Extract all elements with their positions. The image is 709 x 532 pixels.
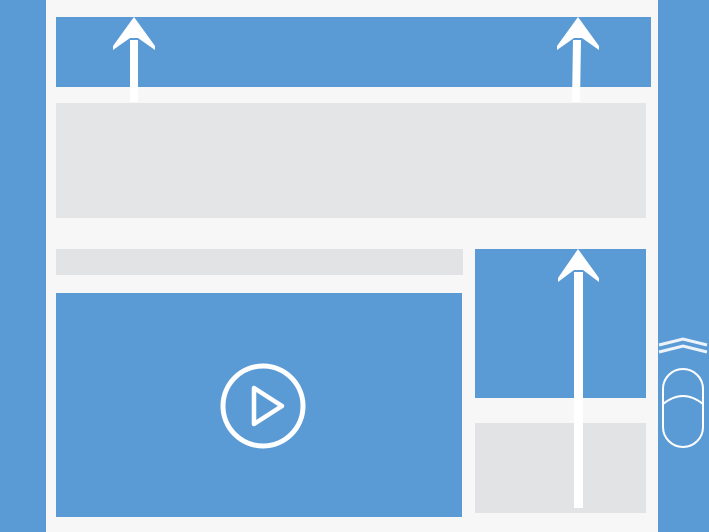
hero-block bbox=[56, 103, 646, 218]
right-scroll-bar bbox=[658, 0, 709, 532]
left-sidebar bbox=[0, 0, 46, 532]
arrow-up-icon bbox=[557, 17, 599, 102]
arrow-up-icon bbox=[558, 249, 599, 508]
side-block-top bbox=[475, 249, 646, 398]
side-block-bottom bbox=[475, 423, 646, 513]
title-bar-block bbox=[56, 249, 463, 275]
double-chevron-up-icon bbox=[658, 337, 708, 354]
play-icon bbox=[220, 363, 306, 449]
video-block bbox=[56, 293, 462, 517]
scroll-mouse-icon bbox=[662, 368, 704, 448]
arrow-up-icon bbox=[113, 17, 155, 102]
header-block bbox=[56, 17, 651, 87]
